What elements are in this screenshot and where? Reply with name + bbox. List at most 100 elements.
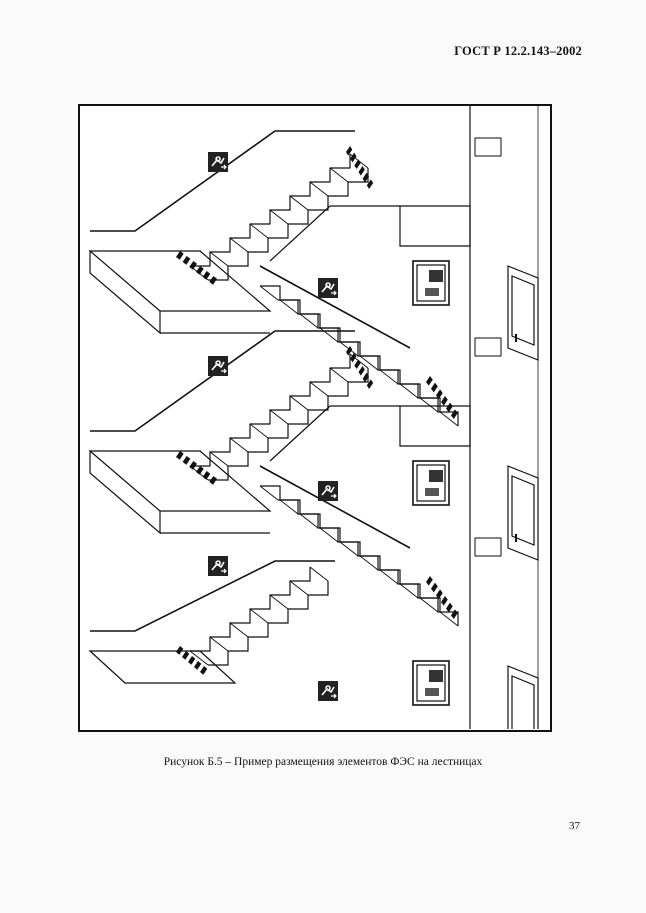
upper-stair-marking [346,346,374,389]
bottom-stair-marking-stripe [441,596,448,606]
staircase-figure [78,104,552,732]
lower-flight-stringer-top [260,285,441,412]
landing-slab-edge [89,251,161,335]
door-icon [507,265,539,361]
right-landing [399,205,471,247]
upper-flight-tread [309,181,329,197]
exit-sign-icon [208,152,228,172]
upper-flight-tread [229,437,249,453]
bottom-stair-marking-stripe [441,396,448,406]
lower-flight-tread [419,397,439,413]
figure-caption: Рисунок Б.5 – Пример размещения элементо… [163,756,483,768]
right-landing-edge [269,405,400,462]
lower-flight-tread [399,383,419,399]
exit-sign-icon [208,356,228,376]
fire-hose-cabinet-icon-box [412,660,450,706]
bottom-flight-marking-stripe [200,666,208,675]
lower-flight-tread [299,313,319,329]
handrail-upper [90,130,355,232]
fire-hose-cabinet-icon-sign [429,470,443,482]
bottom-stair-marking-stripe [436,589,443,599]
handrail-bottom [90,560,335,632]
upper-stair-marking-stripe [358,166,365,176]
upper-stair-marking-stripe [366,379,374,389]
exit-sign-icon-arrow [331,290,337,296]
upper-stair-marking-stripe [350,352,357,363]
fire-hose-cabinet-icon-label [425,288,439,296]
page-number: 37 [569,820,580,832]
lower-stair-marking-stripe [209,476,217,485]
bottom-landing-slab [88,650,237,684]
landing-slab [88,450,272,512]
lower-stair-marking-stripe [189,461,197,470]
upper-stair-marking-stripe [350,152,357,163]
lower-flight-tread [339,541,359,557]
handrail-lower [259,465,411,549]
upper-stair-marking [346,146,374,189]
exit-sign-icon-plate [318,481,338,501]
door-icon-frame [507,265,539,361]
door-icon-panel [511,675,535,729]
upper-flight-tread [309,381,329,397]
bottom-stair-marking-stripe [426,576,433,586]
lower-stair-marking-stripe [176,451,184,460]
bottom-flight-tread [289,580,309,596]
bottom-flight-marking-stripe [176,646,184,655]
bottom-stair-marking-stripe [451,409,458,419]
upper-stair-marking-stripe [362,172,369,183]
landing-slab-edge [89,451,161,535]
exit-sign-icon-plate [208,356,228,376]
fire-hose-cabinet-icon [412,660,450,706]
lower-flight-tread [319,527,339,543]
bottom-stair-marking-stripe [451,609,458,619]
lower-stair-marking-stripe [176,251,184,260]
exit-sign-icon-arrow [331,493,337,499]
exit-sign-icon [318,481,338,501]
bottom-flight-tread [209,636,229,652]
upper-flight-tread [249,223,269,239]
upper-flight-tread [329,367,349,383]
lower-stair-marking-stripe [196,466,204,475]
directional-sign-icon [474,337,502,357]
standard-code-header: ГОСТ Р 12.2.143–2002 [454,44,582,58]
fire-hose-cabinet-icon-door [416,664,446,702]
bottom-stair-marking-stripe [436,389,443,399]
lower-stair-marking-stripe [202,471,211,480]
upper-flight-tread [249,423,269,439]
upper-stair-marking-stripe [346,346,353,356]
directional-sign-icon [474,537,502,557]
upper-stair-marking-stripe [346,146,353,156]
right-landing [399,405,471,447]
exit-sign-icon-arrow [221,368,227,374]
fire-hose-cabinet-icon-label [425,488,439,496]
upper-flight-tread [269,409,289,425]
upper-flight-tread [209,251,229,267]
handrail-upper [90,330,355,432]
lower-flight-tread [319,327,339,343]
exit-sign-icon-figure [211,156,225,167]
lower-flight-stringer-top [260,485,441,612]
bottom-stair-marking-stripe [446,602,453,613]
lower-flight-tread [279,299,299,315]
door-icon-frame [507,665,539,729]
bottom-flight-tread [269,594,289,610]
exit-sign-icon-figure [211,360,225,371]
bottom-flight-tread [249,608,269,624]
lower-flight-tread [379,569,399,585]
bottom-flight [189,566,329,666]
lower-stair-marking [176,251,217,285]
fire-hose-cabinet-icon [412,260,450,306]
exit-sign-icon [318,681,338,701]
fire-hose-cabinet-icon-sign [429,270,443,282]
lower-stair-marking-stripe [209,276,217,285]
fire-hose-cabinet-icon-door [416,264,446,302]
exit-sign-icon [318,278,338,298]
lower-stair-marking-stripe [182,456,191,465]
door-icon [507,465,539,561]
bottom-flight-tread [309,566,329,582]
lower-stair-marking-stripe [196,266,204,275]
lower-flight-tread [299,513,319,529]
bottom-stair-marking [426,576,458,619]
exit-sign-icon-arrow [221,164,227,170]
